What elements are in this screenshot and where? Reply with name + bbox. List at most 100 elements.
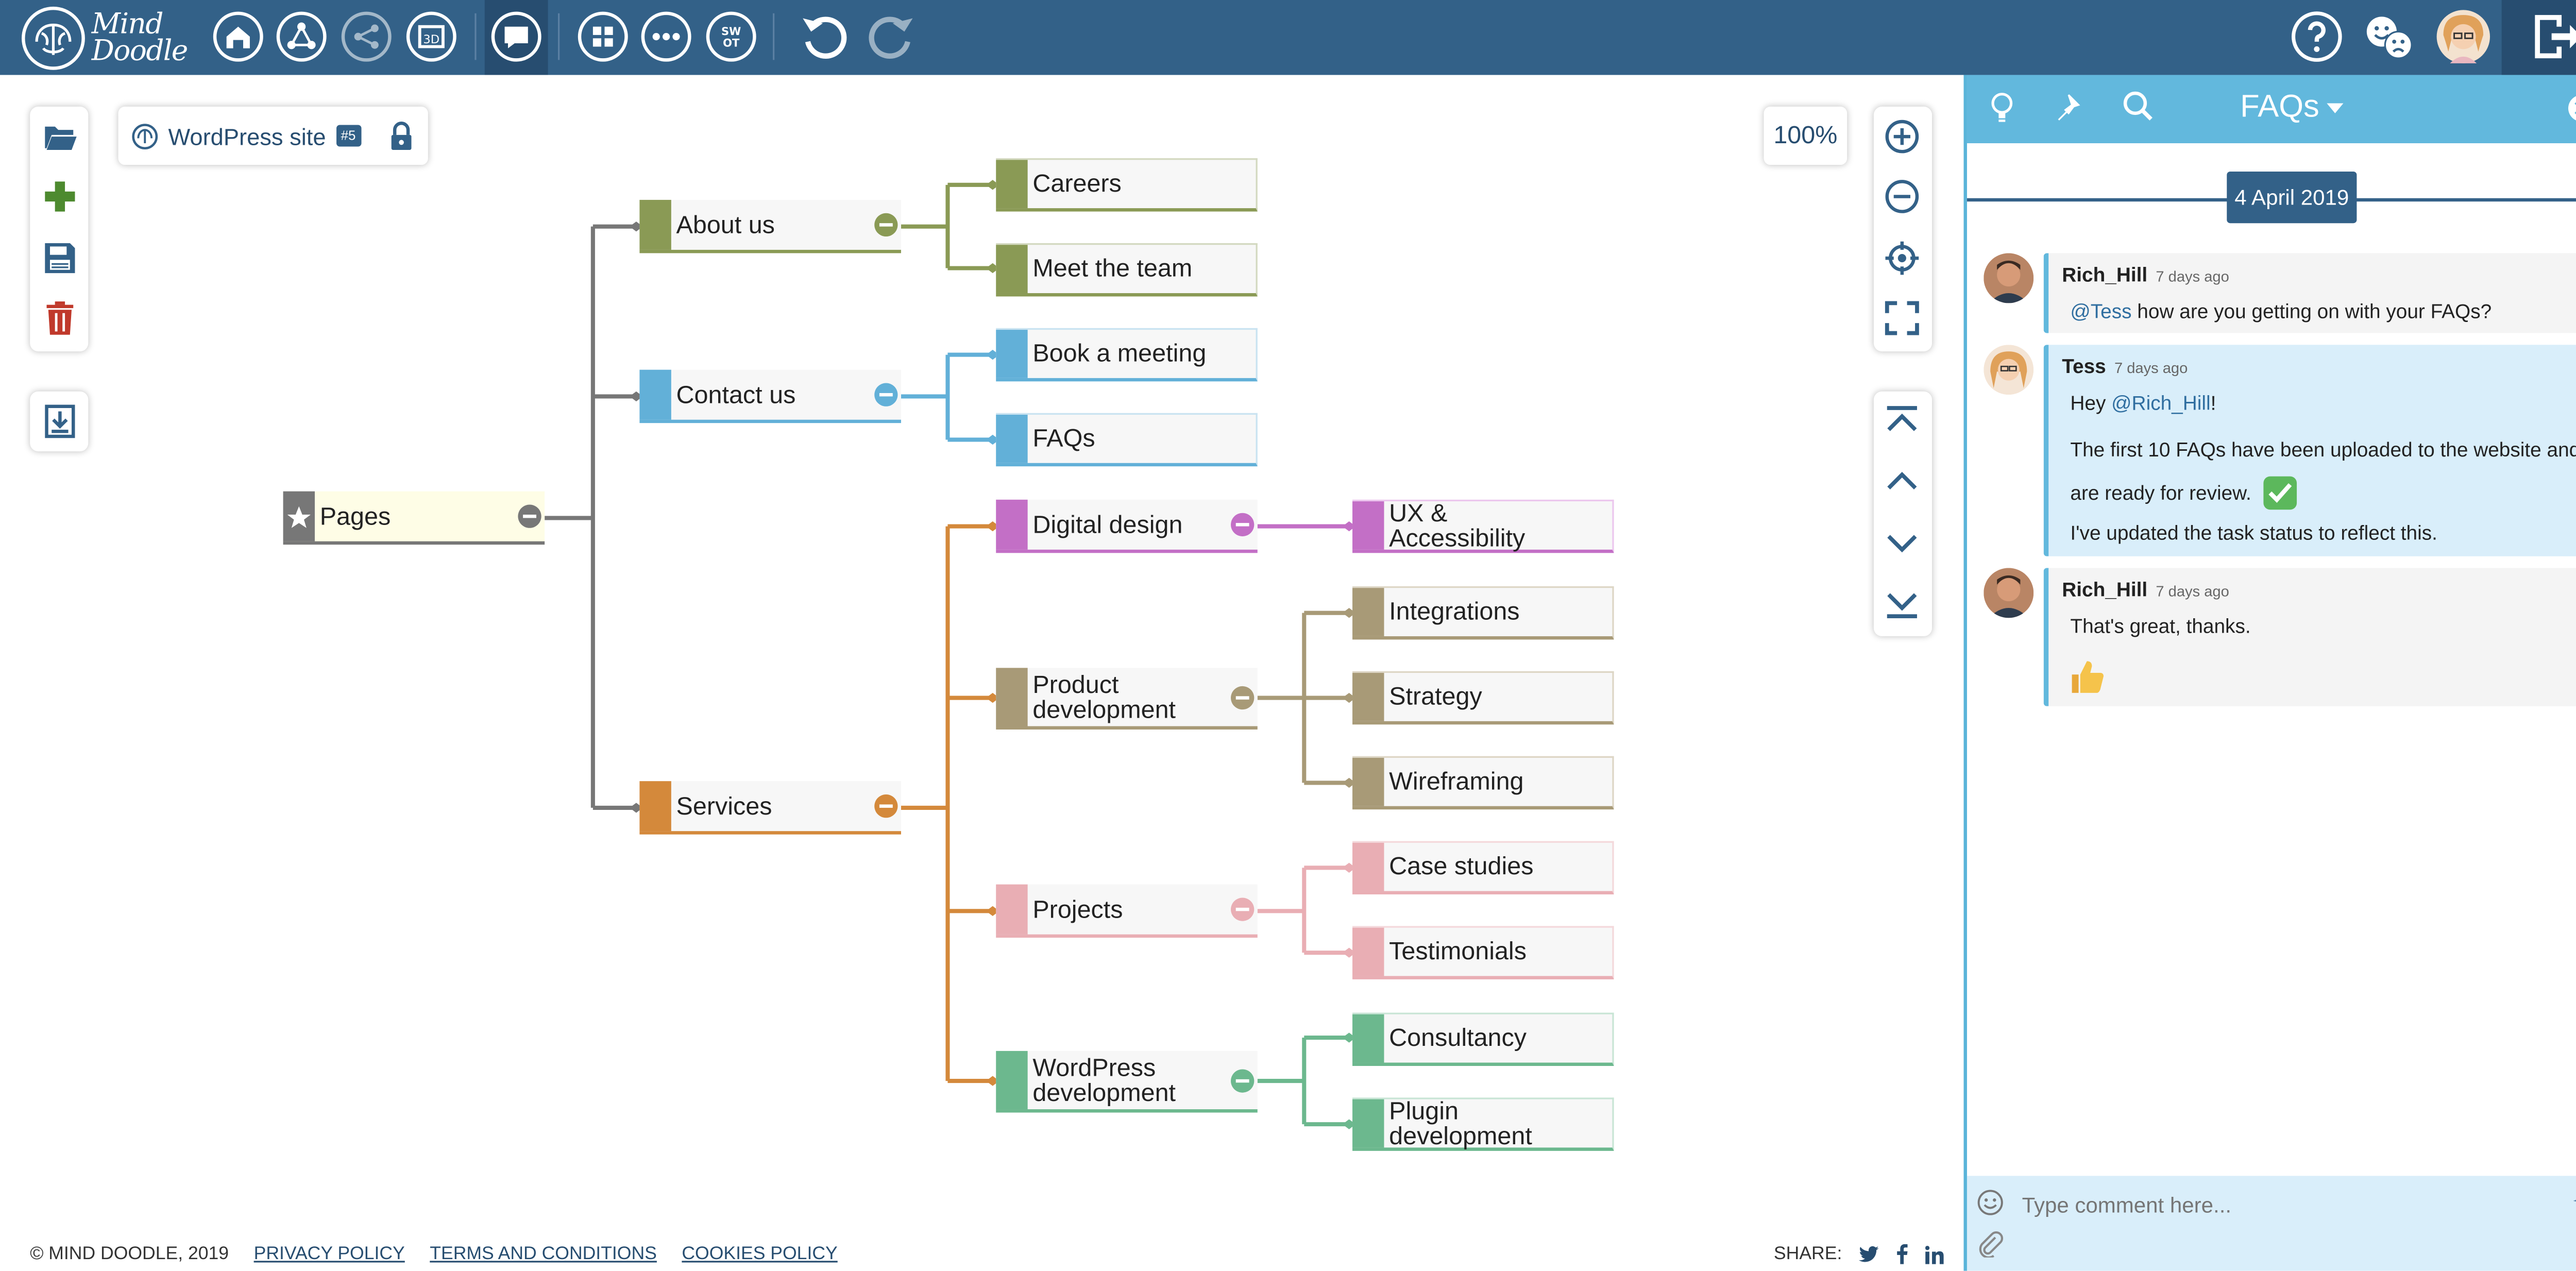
svg-text:3D: 3D [423, 33, 439, 46]
node-services[interactable]: Services [639, 781, 901, 835]
redo-icon[interactable] [865, 10, 918, 63]
pin-icon[interactable] [2054, 92, 2083, 125]
collapse-icon[interactable] [874, 213, 898, 237]
fullscreen-icon[interactable] [1884, 300, 1920, 336]
node-contact-us[interactable]: Contact us [639, 369, 901, 423]
linkedin-icon[interactable] [1925, 1245, 1944, 1264]
navigate-up-icon[interactable] [1884, 463, 1920, 500]
node-strategy[interactable]: Strategy [1352, 671, 1614, 725]
facebook-icon[interactable] [1895, 1244, 1909, 1264]
logo-text: Mind Doodle [91, 7, 188, 67]
share-label: SHARE: [1773, 1244, 1842, 1264]
check-mark-emoji-icon [2263, 476, 2297, 510]
more-options-icon[interactable] [639, 10, 692, 63]
collapse-icon[interactable] [1231, 1068, 1255, 1092]
node-consultancy[interactable]: Consultancy [1352, 1012, 1614, 1066]
svg-text:OT: OT [723, 37, 740, 49]
collapse-icon[interactable] [1231, 685, 1255, 709]
dashboard-icon[interactable] [577, 10, 630, 63]
delete-trash-icon[interactable] [42, 300, 78, 336]
panel-title-dropdown[interactable]: FAQs [2240, 90, 2343, 127]
node-faqs[interactable]: FAQs [996, 413, 1258, 467]
mention-link[interactable]: @Tess [2070, 299, 2132, 324]
message-text-line: are ready for review. [2070, 474, 2298, 511]
collapse-icon[interactable] [1231, 513, 1255, 536]
node-label: Product development [1032, 671, 1176, 725]
chat-icon[interactable] [489, 10, 543, 63]
map-title-bar[interactable]: WordPress site #5 [118, 106, 428, 165]
node-wordpress-development[interactable]: WordPress development [996, 1050, 1258, 1113]
node-meet-the-team[interactable]: Meet the team [996, 243, 1258, 297]
message-text-line: The first 10 FAQs have been uploaded to … [2070, 438, 2576, 462]
download-export-icon[interactable] [42, 403, 78, 439]
zoom-level: 100% [1764, 106, 1848, 165]
lock-icon[interactable] [387, 121, 414, 150]
toolbar-divider [773, 13, 775, 60]
node-label: Strategy [1389, 683, 1482, 711]
zoom-in-icon[interactable] [1884, 118, 1920, 155]
navigation-toolbar [1873, 391, 1933, 636]
collapse-icon[interactable] [1231, 897, 1255, 921]
home-icon[interactable] [212, 10, 265, 63]
send-icon[interactable] [2571, 1189, 2576, 1216]
navigate-top-icon[interactable] [1884, 403, 1920, 439]
node-testimonials[interactable]: Testimonials [1352, 926, 1614, 979]
save-icon[interactable] [42, 240, 78, 277]
collapse-icon[interactable] [874, 794, 898, 818]
center-map-icon[interactable] [1884, 240, 1920, 277]
node-label: Services [676, 792, 772, 821]
search-icon[interactable] [2122, 90, 2156, 124]
message-text: @Tess how are you getting on with your F… [2070, 299, 2492, 324]
node-plugin-development[interactable]: Plugin development [1352, 1097, 1614, 1151]
node-product-development[interactable]: Product development [996, 668, 1258, 730]
terms-link[interactable]: TERMS AND CONDITIONS [430, 1244, 657, 1264]
privacy-policy-link[interactable]: PRIVACY POLICY [253, 1244, 405, 1264]
node-about-us[interactable]: About us [639, 199, 901, 253]
user-avatar[interactable] [2435, 8, 2492, 65]
node-ux-accessibility[interactable]: UX & Accessibility [1352, 499, 1614, 553]
cookies-policy-link[interactable]: COOKIES POLICY [682, 1244, 838, 1264]
comment-input[interactable] [2022, 1189, 2555, 1219]
node-integrations[interactable]: Integrations [1352, 586, 1614, 640]
attachment-icon[interactable] [1977, 1231, 2004, 1258]
zoom-out-icon[interactable] [1884, 178, 1920, 215]
caret-down-icon [2326, 103, 2343, 113]
message-text-line: I've updated the task status to reflect … [2070, 521, 2437, 545]
toolbar-divider [557, 13, 560, 60]
add-node-icon[interactable] [42, 178, 78, 215]
close-icon[interactable] [2567, 93, 2576, 123]
node-root-pages[interactable]: Pages [283, 491, 545, 545]
map-actions-toolbar [30, 106, 89, 352]
collapse-icon[interactable] [518, 504, 541, 528]
mind-doodle-logo[interactable]: Mind Doodle [20, 3, 188, 72]
twitter-icon[interactable] [1858, 1245, 1879, 1264]
navigate-down-icon[interactable] [1884, 524, 1920, 561]
avatar-tess [1984, 345, 2034, 395]
mention-link[interactable]: @Rich_Hill [2111, 391, 2211, 415]
navigate-bottom-icon[interactable] [1884, 585, 1920, 621]
share-map-icon[interactable] [340, 10, 393, 63]
node-case-studies[interactable]: Case studies [1352, 841, 1614, 895]
feedback-faces-icon[interactable] [2362, 10, 2415, 63]
network-icon[interactable] [275, 10, 328, 63]
undo-icon[interactable] [798, 10, 851, 63]
node-book-a-meeting[interactable]: Book a meeting [996, 328, 1258, 382]
node-label: FAQs [1032, 425, 1095, 453]
avatar-rich-hill [1984, 253, 2034, 303]
message-time: 7 days ago [2156, 268, 2229, 285]
open-folder-icon[interactable] [42, 118, 78, 155]
node-careers[interactable]: Careers [996, 158, 1258, 212]
node-digital-design[interactable]: Digital design [996, 499, 1258, 553]
node-projects[interactable]: Projects [996, 884, 1258, 938]
node-wireframing[interactable]: Wireframing [1352, 756, 1614, 810]
map-title: WordPress site [168, 122, 326, 149]
help-icon[interactable] [2290, 10, 2343, 63]
lightbulb-icon[interactable] [1987, 92, 2017, 125]
emoji-picker-icon[interactable] [1977, 1189, 2004, 1216]
logout-icon[interactable] [2528, 8, 2576, 65]
3d-view-icon[interactable]: 3D [405, 10, 458, 63]
collapse-icon[interactable] [874, 383, 898, 406]
